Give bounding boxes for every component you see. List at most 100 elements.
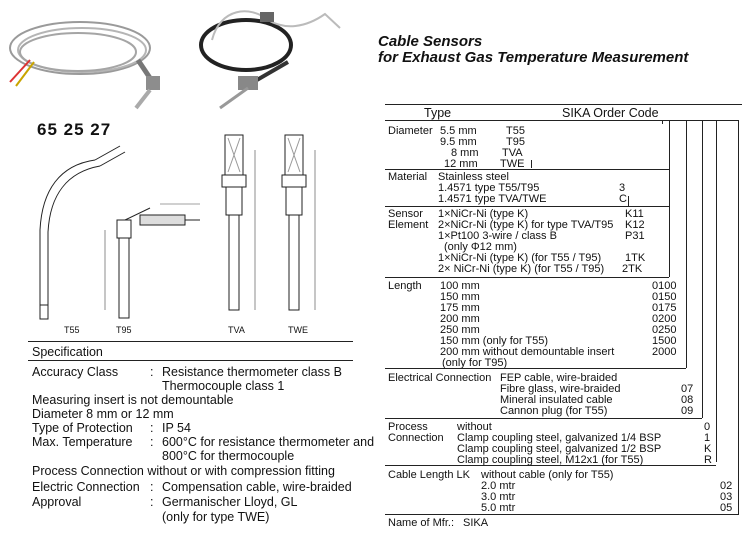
- length-option: 200 mm: [440, 313, 480, 325]
- sensor-label: Sensor: [388, 208, 423, 220]
- title-line-2: for Exhaust Gas Temperature Measurement: [378, 49, 689, 66]
- spec-label: Electric Connection: [32, 480, 140, 494]
- electrical-code: 08: [681, 394, 694, 406]
- sensor-code: K12: [625, 219, 645, 231]
- material-line: 1.4571 type TVA/TWE: [438, 193, 547, 205]
- technical-drawings: [39, 134, 316, 320]
- sensor-option: 1×NiCr-Ni (type K): [438, 208, 529, 220]
- drawing-label-t95: T95: [116, 325, 132, 335]
- spec-label: Type of Protection: [32, 421, 133, 435]
- material-label: Material: [388, 171, 428, 183]
- section-rule: [385, 277, 669, 278]
- spec-sep: :: [150, 495, 154, 509]
- electrical-option: Mineral insulated cable: [500, 394, 613, 406]
- sensor-option: (only Φ12 mm): [444, 241, 517, 253]
- process-option: Clamp coupling steel, M12x1 (for T55): [457, 454, 644, 466]
- cable-option: 5.0 mtr: [481, 502, 516, 514]
- sensor-option: 2×NiCr-Ni (type K) for type TVA/T95: [438, 219, 614, 231]
- spec-top-rule: [28, 341, 353, 342]
- process-code: R: [704, 454, 712, 466]
- drawing-label-t55: T55: [64, 325, 80, 335]
- diameter-code: T55: [506, 125, 525, 137]
- connector-line: [531, 160, 532, 168]
- drawing-label-tva: TVA: [228, 325, 245, 335]
- material-line: 1.4571 type T55/T95: [438, 182, 540, 194]
- length-code: 1500: [652, 335, 677, 347]
- length-code: 0250: [652, 324, 677, 336]
- electrical-option: Fibre glass, wire-braided: [500, 383, 621, 395]
- section-rule: [385, 418, 702, 419]
- title-line-1: Cable Sensors: [378, 33, 483, 50]
- manufacturer-value: SIKA: [463, 517, 489, 529]
- manufacturer-label: Name of Mfr.:: [388, 517, 455, 529]
- connector-line: [716, 120, 717, 462]
- spec-value: (only for type TWE): [162, 510, 270, 524]
- order-header-code: SIKA Order Code: [562, 106, 659, 120]
- spec-value: Thermocouple class 1: [162, 379, 285, 393]
- spec-sep: :: [150, 365, 154, 379]
- process-label: Connection: [388, 432, 444, 444]
- sensor-label: Element: [388, 219, 429, 231]
- cable-option: without cable (only for T55): [481, 469, 614, 481]
- order-header-type: Type: [424, 106, 452, 120]
- process-option: without: [457, 421, 492, 433]
- length-code: 2000: [652, 346, 677, 358]
- process-code: K: [704, 443, 712, 455]
- length-option: 100 mm: [440, 280, 480, 292]
- sensor-option: 1×Pt100 3-wire / class B: [438, 230, 557, 242]
- diameter-code: T95: [506, 136, 525, 148]
- sensor-code: 1TK: [625, 252, 646, 264]
- diameter-value: 12 mm: [444, 158, 478, 170]
- length-label: Length: [388, 280, 422, 292]
- spec-value: 600°C for resistance thermometer and: [162, 435, 375, 449]
- cable-code: 03: [720, 491, 733, 503]
- process-option: Clamp coupling steel, galvanized 1/4 BSP: [457, 432, 662, 444]
- diameter-label: Diameter: [388, 125, 433, 137]
- drawing-label-twe: TWE: [288, 325, 308, 335]
- section-rule: [385, 514, 739, 515]
- electrical-code: 07: [681, 383, 694, 395]
- length-option: 175 mm: [440, 302, 480, 314]
- process-code: 0: [704, 421, 711, 433]
- diameter-code: TVA: [502, 147, 523, 159]
- connector-line: [686, 120, 687, 368]
- cable-option: 2.0 mtr: [481, 480, 516, 492]
- cable-option: 3.0 mtr: [481, 491, 516, 503]
- spec-heading: Specification: [32, 345, 103, 359]
- diameter-code: TWE: [500, 158, 525, 170]
- spec-label: Process Connection without or with compr…: [32, 464, 335, 478]
- order-header-rule: [385, 120, 662, 121]
- length-code: 0200: [652, 313, 677, 325]
- spec-value: Compensation cable, wire-braided: [162, 480, 352, 494]
- connector-line: [662, 120, 739, 121]
- electrical-option: Cannon plug (for T55): [500, 405, 608, 417]
- process-code: 1: [704, 432, 711, 444]
- length-option: 250 mm: [440, 324, 480, 336]
- spec-sep: :: [150, 435, 154, 449]
- length-code: 0150: [652, 291, 677, 303]
- cable-code: 02: [720, 480, 733, 492]
- section-rule: [385, 465, 716, 466]
- length-option: (only for T95): [442, 357, 508, 369]
- material-code: 3: [619, 182, 626, 194]
- spec-value: Germanischer Lloyd, GL: [162, 495, 298, 509]
- product-code: 65 25 27: [37, 120, 112, 139]
- connector-line: [662, 120, 663, 124]
- spec-label: Approval: [32, 495, 82, 509]
- sensor-code: P31: [625, 230, 645, 242]
- spec-value: 800°C for thermocouple: [162, 449, 295, 463]
- section-rule: [385, 368, 686, 369]
- spec-sep: :: [150, 480, 154, 494]
- cable-label: Cable Length LK: [388, 469, 470, 481]
- sensor-option: 2× NiCr-Ni (type K) (for T55 / T95): [438, 263, 605, 275]
- spec-label: Accuracy Class: [32, 365, 119, 379]
- product-photo-right: [199, 10, 341, 110]
- connector-line: [669, 120, 670, 277]
- electrical-label: Electrical Connection: [388, 372, 492, 384]
- diameter-value: 9.5 mm: [440, 136, 477, 148]
- diameter-value: 5.5 mm: [440, 125, 477, 137]
- product-photo-left: [9, 21, 160, 110]
- length-code: 0175: [652, 302, 677, 314]
- spec-value: IP 54: [162, 421, 191, 435]
- cable-code: 05: [720, 502, 733, 514]
